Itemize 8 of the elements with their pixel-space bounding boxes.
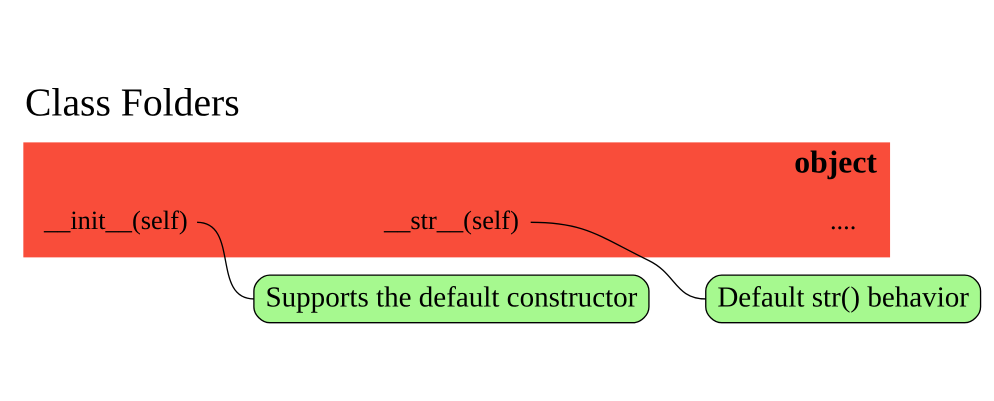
connector [530, 222, 706, 300]
node-box: Default str() behavior [705, 274, 982, 324]
node-text: __str__(self) [384, 204, 519, 235]
node-box: Supports the default constructor [253, 274, 650, 324]
diagram-title: Class Folders [25, 80, 240, 124]
label: .... [830, 204, 856, 235]
connector [196, 222, 254, 300]
node-text: __init__(self) [44, 204, 188, 235]
